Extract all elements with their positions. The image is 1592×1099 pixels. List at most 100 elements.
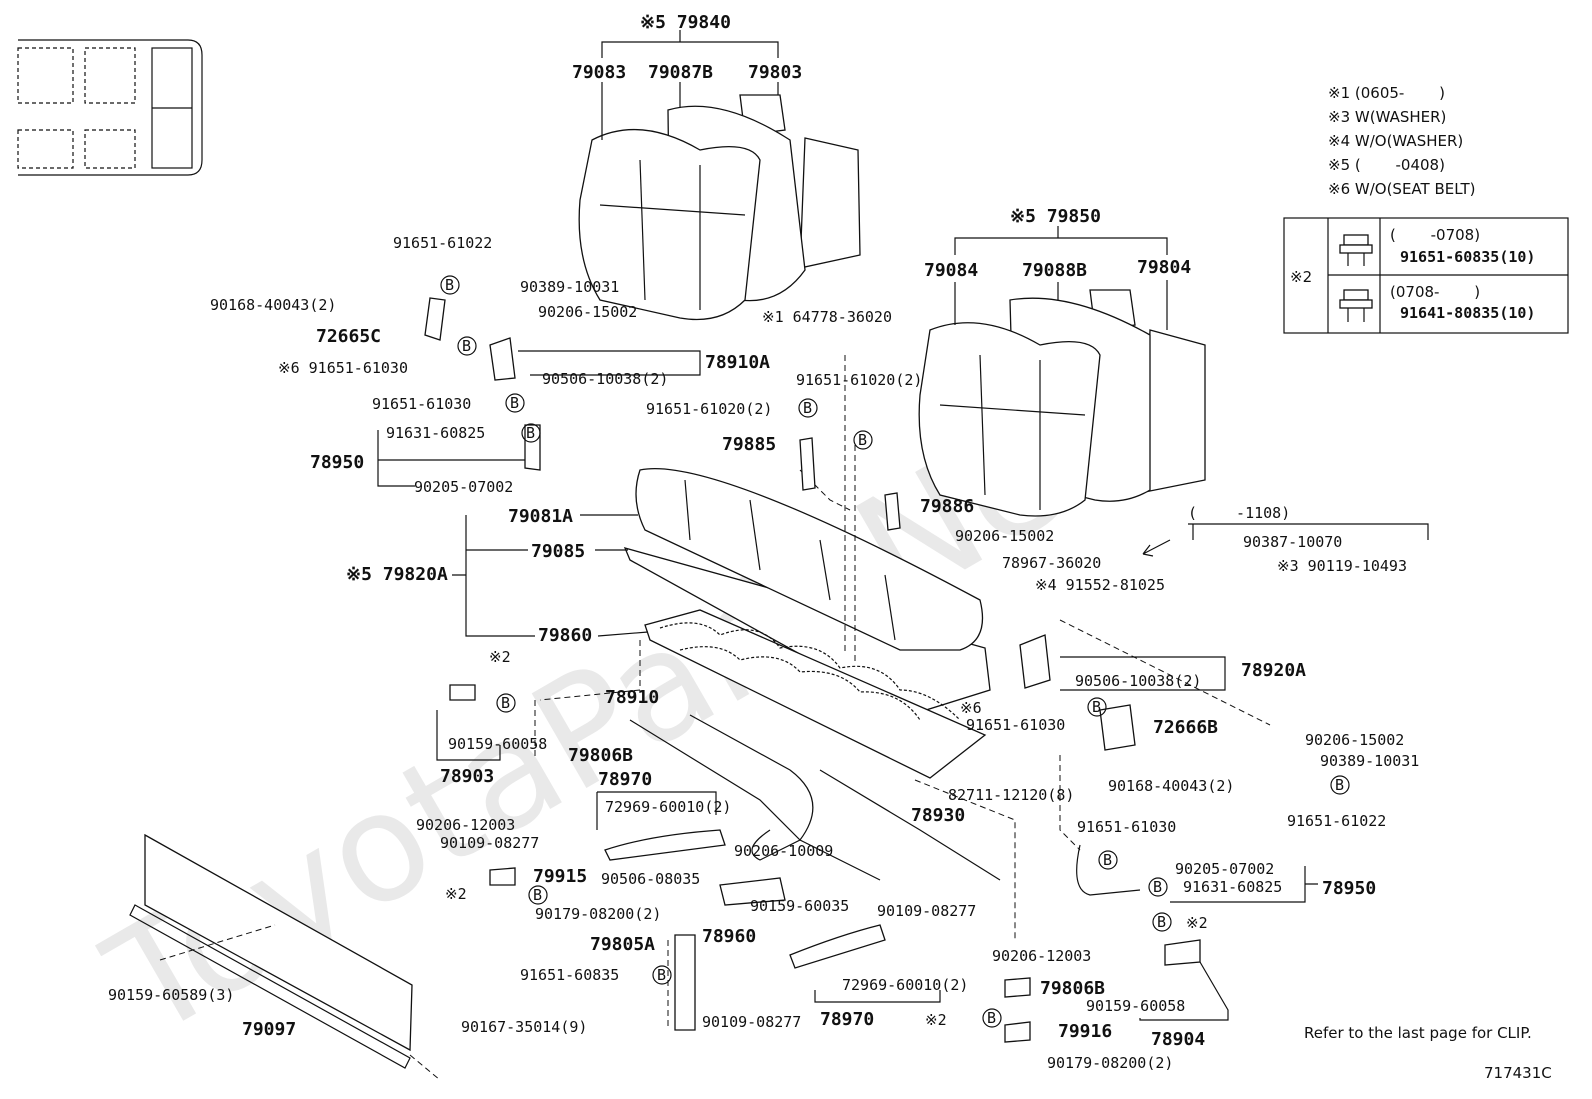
label-79840: ※5 79840 xyxy=(640,12,731,33)
label-79087B: 79087B xyxy=(648,62,713,83)
part-label-l91631b: 91631-60825 xyxy=(1183,878,1282,896)
part-label-l79085: 79085 xyxy=(531,541,585,562)
part-label-l90168a: 90168-40043(2) xyxy=(210,296,336,314)
part-label-l91651_61030c: 91651-61030 xyxy=(966,716,1065,734)
label-79083: 79083 xyxy=(572,62,626,83)
part-label-l90159_60035: 90159-60035 xyxy=(750,897,849,915)
part-label-l90506_08035: 90506-08035 xyxy=(601,870,700,888)
part-label-l90159_60058a: 90159-60058 xyxy=(448,735,547,753)
part-label-l79886: 79886 xyxy=(920,496,974,517)
svg-text:B: B xyxy=(510,394,519,412)
svg-text:B: B xyxy=(526,424,535,442)
seat-back-left xyxy=(578,94,861,321)
part-label-l90206_15002a: 90206-15002 xyxy=(538,303,637,321)
part-label-l72969b: 72969-60010(2) xyxy=(842,976,968,994)
part-label-l91651_61022a: 91651-61022 xyxy=(393,234,492,252)
callout-b: B xyxy=(1152,912,1172,932)
part-label-l72665C: 72665C xyxy=(316,326,381,347)
part-label-l90206_15002c: 90206-15002 xyxy=(1305,731,1404,749)
clip-range-2: (0708- ) xyxy=(1390,283,1480,301)
label-79084: 79084 xyxy=(924,260,978,281)
part-label-l90206_12003a: 90206-12003 xyxy=(416,816,515,834)
part-label-l2c: ※2 xyxy=(1186,914,1208,932)
callout-b: B xyxy=(1087,697,1107,717)
svg-text:B: B xyxy=(987,1009,996,1027)
callout-b: B xyxy=(1148,877,1168,897)
part-label-l78960: 78960 xyxy=(702,926,756,947)
clip-icon xyxy=(1339,289,1373,322)
part-label-l78967: 78967-36020 xyxy=(1002,554,1101,572)
part-label-l90119: ※3 90119-10493 xyxy=(1277,557,1407,575)
part-label-l91651_61030b: 91651-61030 xyxy=(372,395,471,413)
part-label-l79860: 79860 xyxy=(538,625,592,646)
callout-b: B xyxy=(457,336,477,356)
svg-text:B: B xyxy=(803,399,812,417)
callout-b: B xyxy=(982,1008,1002,1028)
svg-text:B: B xyxy=(533,886,542,904)
clip-note: Refer to the last page for CLIP. xyxy=(1304,1024,1532,1042)
label-79850: ※5 79850 xyxy=(1010,206,1101,227)
svg-text:B: B xyxy=(1157,913,1166,931)
svg-text:B: B xyxy=(462,337,471,355)
part-label-l90109a: 90109-08277 xyxy=(440,834,539,852)
callout-b: B xyxy=(505,393,525,413)
part-label-l82711: 82711-12120(8) xyxy=(948,786,1074,804)
part-label-l64778: ※1 64778-36020 xyxy=(762,308,892,326)
clip-part-2: 91641-80835(10) xyxy=(1400,304,1535,322)
rear-panel-79097 xyxy=(129,833,413,1069)
part-label-l79806Bb: 79806B xyxy=(1040,978,1105,999)
part-label-l90506a: 90506-10038(2) xyxy=(542,370,668,388)
svg-text:B: B xyxy=(1103,851,1112,869)
seat-cushion xyxy=(623,467,991,779)
callout-b: B xyxy=(496,693,516,713)
part-label-l78930: 78930 xyxy=(911,805,965,826)
part-label-l78970a: 78970 xyxy=(598,769,652,790)
part-label-l90506b: 90506-10038(2) xyxy=(1075,672,1201,690)
part-label-l91651_61020a: 91651-61020(2) xyxy=(796,371,922,389)
part-label-l91651_61020b: 91651-61020(2) xyxy=(646,400,772,418)
note-4: ※4 W/O(WASHER) xyxy=(1328,132,1463,150)
part-label-l2a: ※2 xyxy=(489,648,511,666)
svg-text:B: B xyxy=(1153,878,1162,896)
part-label-l79805A: 79805A xyxy=(590,934,655,955)
part-label-l79916: 79916 xyxy=(1058,1021,1112,1042)
callout-b: B xyxy=(528,885,548,905)
part-label-l6x: ※6 xyxy=(960,699,982,717)
part-label-l90179a: 90179-08200(2) xyxy=(535,905,661,923)
part-label-l78970b: 78970 xyxy=(820,1009,874,1030)
part-label-l90387: 90387-10070 xyxy=(1243,533,1342,551)
clip-part-1: 91651-60835(10) xyxy=(1400,248,1535,266)
part-label-l79915: 79915 xyxy=(533,866,587,887)
part-label-l78950a: 78950 xyxy=(310,452,364,473)
small-part-glyphs xyxy=(424,297,1201,1043)
clip-icon xyxy=(1339,234,1373,266)
part-label-l72969a: 72969-60010(2) xyxy=(605,798,731,816)
clip-range-1: ( -0708) xyxy=(1390,226,1480,244)
part-label-l90159_60589: 90159-60589(3) xyxy=(108,986,234,1004)
part-label-l91651_61030a: ※6 91651-61030 xyxy=(278,359,408,377)
part-label-l78910: 78910 xyxy=(605,687,659,708)
part-label-l79820A: ※5 79820A xyxy=(346,564,448,585)
part-label-l91631a: 91631-60825 xyxy=(386,424,485,442)
part-label-l90206_10009: 90206-10009 xyxy=(734,842,833,860)
svg-text:B: B xyxy=(445,276,454,294)
clip-table: ※2 ( -0708) 91651-60835(10) (0708- ) 916… xyxy=(1283,217,1569,334)
callout-b: B xyxy=(1098,850,1118,870)
part-label-l91651_61022b: 91651-61022 xyxy=(1287,812,1386,830)
part-label-l78903: 78903 xyxy=(440,766,494,787)
svg-text:B: B xyxy=(657,966,666,984)
part-label-l79097: 79097 xyxy=(242,1019,296,1040)
part-label-l79885: 79885 xyxy=(722,434,776,455)
part-label-l90205b: 90205-07002 xyxy=(1175,860,1274,878)
part-label-l79806B: 79806B xyxy=(568,745,633,766)
label-79088B: 79088B xyxy=(1022,260,1087,281)
callout-b-markers: B B B B B B B B B B B B B B B xyxy=(440,275,1350,1028)
callout-b: B xyxy=(440,275,460,295)
part-label-l91651_61030d: 91651-61030 xyxy=(1077,818,1176,836)
svg-text:B: B xyxy=(1092,698,1101,716)
part-label-l78910A: 78910A xyxy=(705,352,770,373)
label-79803: 79803 xyxy=(748,62,802,83)
note-1: ※1 (0605- ) xyxy=(1328,84,1445,102)
part-label-l90159_60058b: 90159-60058 xyxy=(1086,997,1185,1015)
